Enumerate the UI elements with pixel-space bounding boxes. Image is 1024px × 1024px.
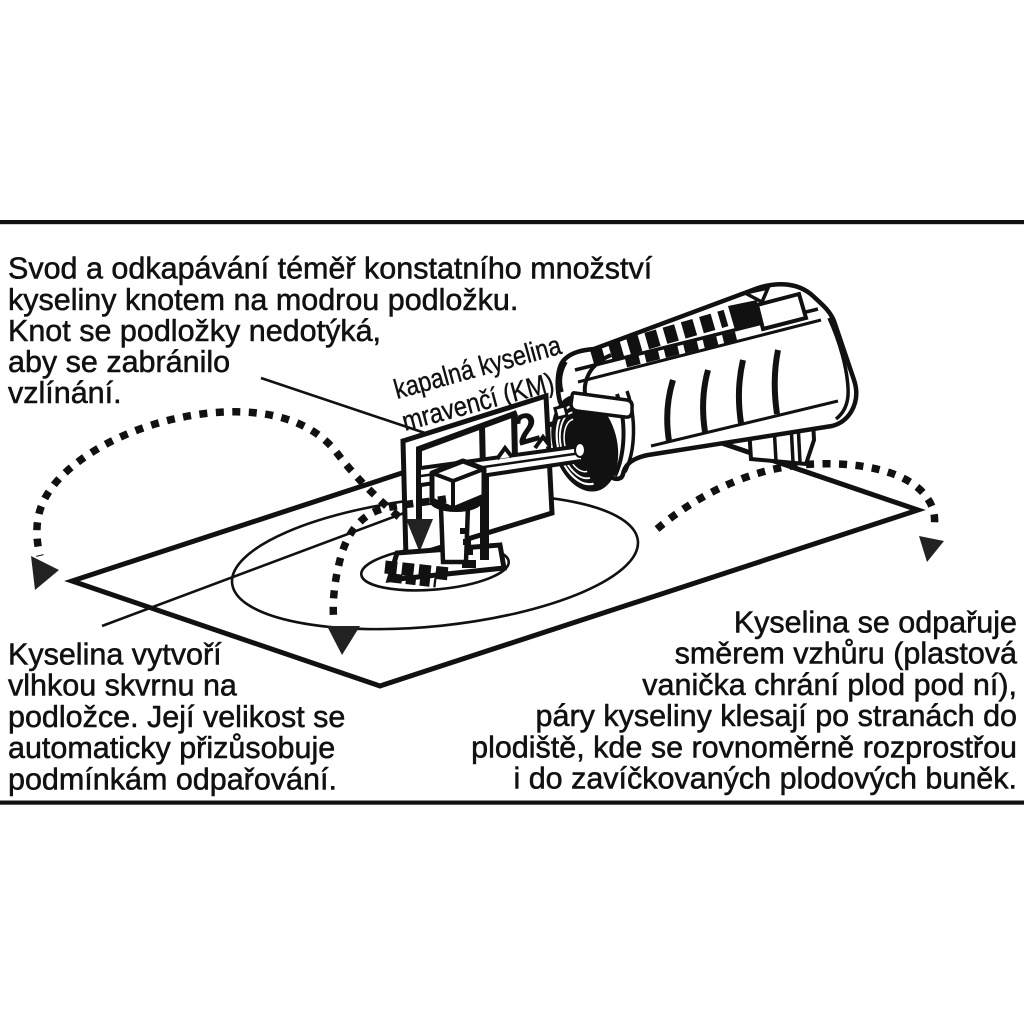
- svg-text:kyseliny knotem na modrou podl: kyseliny knotem na modrou podložku.: [8, 283, 518, 317]
- svg-text:plodiště, kde se rovnoměrně ro: plodiště, kde se rovnoměrně rozprostřou: [471, 730, 1017, 764]
- svg-text:vanička chrání plod pod ní),: vanička chrání plod pod ní),: [642, 668, 1017, 702]
- svg-text:podložce. Její velikost se: podložce. Její velikost se: [8, 700, 345, 734]
- svg-text:i do zavíčkovaných plodových b: i do zavíčkovaných plodových buněk.: [513, 762, 1017, 796]
- svg-text:aby se zabránilo: aby se zabránilo: [8, 345, 230, 379]
- svg-text:automaticky přizůsobuje: automaticky přizůsobuje: [8, 731, 335, 765]
- svg-text:vlhkou skvrnu na: vlhkou skvrnu na: [8, 669, 237, 703]
- svg-text:Svod a odkapávání téměř konsta: Svod a odkapávání téměř konstatního množ…: [8, 252, 653, 286]
- svg-text:Knot se podložky nedotýká,: Knot se podložky nedotýká,: [8, 314, 381, 348]
- svg-text:směrem vzhůru (plastová: směrem vzhůru (plastová: [675, 637, 1017, 671]
- svg-text:páry kyseliny klesají po stran: páry kyseliny klesají po stranách do: [536, 699, 1017, 733]
- svg-text:Kyselina vytvoří: Kyselina vytvoří: [8, 637, 222, 671]
- svg-text:vzlínání.: vzlínání.: [8, 376, 122, 410]
- svg-text:Kyselina se odpařuje: Kyselina se odpařuje: [734, 606, 1017, 640]
- svg-text:podmínkám odpařování.: podmínkám odpařování.: [8, 762, 337, 796]
